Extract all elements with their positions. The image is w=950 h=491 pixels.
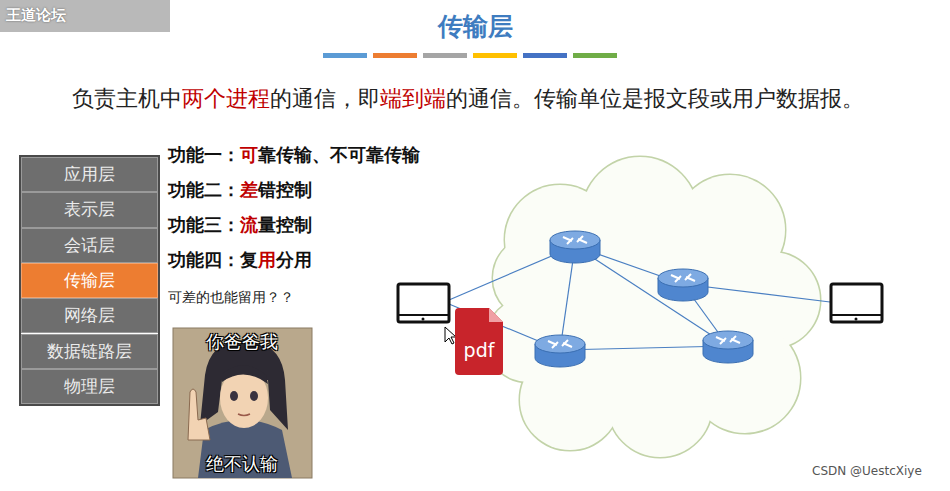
meme-caption: 绝不认输 bbox=[206, 453, 278, 474]
slide-title: 传输层 bbox=[438, 10, 513, 43]
intro-text: 两个进程 bbox=[182, 86, 270, 111]
layer-name: 网络层 bbox=[64, 304, 115, 327]
osi-layer-box: 传输层 bbox=[21, 263, 158, 298]
mouse-cursor bbox=[445, 327, 456, 344]
osi-layer-box: 表示层 bbox=[21, 192, 158, 227]
function-item: 功能二： bbox=[168, 179, 240, 200]
intro-text: 的通信。传输单位是报文段或用户数据报。 bbox=[446, 86, 864, 111]
pdf-file-icon: pdf bbox=[455, 308, 503, 375]
router-icons bbox=[535, 231, 753, 367]
function-item: 分用 bbox=[276, 249, 312, 270]
layer-name: 应用层 bbox=[64, 163, 115, 186]
network-cloud bbox=[486, 157, 820, 457]
intro-text: 端到端 bbox=[380, 86, 446, 111]
file-type-label: pdf bbox=[464, 339, 495, 361]
layer-name: 物理层 bbox=[64, 375, 115, 398]
function-item: 差 bbox=[240, 179, 258, 200]
function-item: 可 bbox=[240, 144, 258, 165]
watermark: 王道论坛 bbox=[6, 6, 66, 24]
layer-name: 数据链路层 bbox=[47, 340, 132, 363]
osi-layer-box: 数据链路层 bbox=[21, 334, 158, 369]
layer-name: 传输层 bbox=[64, 269, 115, 292]
meme-picture bbox=[173, 328, 312, 478]
osi-layer-box: 物理层 bbox=[21, 369, 158, 404]
watermark-band bbox=[0, 0, 170, 32]
function-item: 靠传输、不可靠传输 bbox=[258, 144, 420, 165]
function-item: 功能三： bbox=[168, 214, 240, 235]
function-item: 用 bbox=[258, 249, 276, 270]
osi-layer-box: 网络层 bbox=[21, 298, 158, 333]
title-bars bbox=[323, 53, 617, 58]
intro-text: 的通信，即 bbox=[270, 86, 380, 111]
watermark: CSDN @UestcXiye bbox=[812, 464, 922, 478]
layer-name: 会话层 bbox=[64, 234, 115, 257]
layer-stack-frame bbox=[20, 156, 159, 405]
meme-caption: 你爸爸我 bbox=[206, 331, 278, 352]
side-note: 可差的也能留用？？ bbox=[168, 289, 294, 305]
osi-layer-box: 会话层 bbox=[21, 228, 158, 263]
function-item: 功能一： bbox=[168, 144, 240, 165]
function-item: 流 bbox=[240, 214, 258, 235]
function-item: 量控制 bbox=[258, 214, 312, 235]
osi-layer-box: 应用层 bbox=[21, 157, 158, 192]
layer-name: 表示层 bbox=[64, 198, 115, 221]
function-item: 错控制 bbox=[258, 179, 312, 200]
network-links bbox=[449, 246, 830, 350]
intro-text: 负责主机中 bbox=[72, 86, 182, 111]
function-item: 功能四：复 bbox=[168, 249, 258, 270]
